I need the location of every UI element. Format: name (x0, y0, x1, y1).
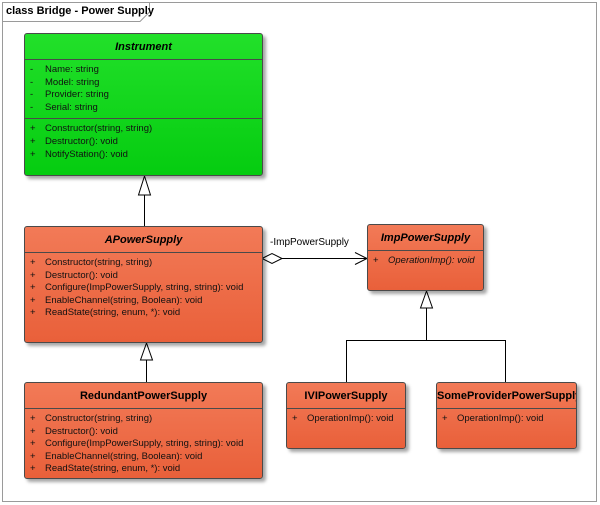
generalization-arrowhead-apowersupply (139, 341, 154, 361)
attribute-row: -Model: string (25, 77, 262, 90)
visibility-marker: + (30, 425, 36, 437)
operation-text: Destructor(): void (45, 269, 118, 281)
class-redundantpowersupply[interactable]: RedundantPowerSupply + Constructor(string… (24, 382, 263, 479)
attribute-text: Serial: string (45, 101, 98, 113)
attributes-compartment: -Name: string -Model: string -Provider: … (25, 60, 262, 120)
operation-text: OperationImp(): void (307, 413, 394, 424)
visibility-marker: + (30, 463, 36, 475)
operation-text: Destructor(): void (45, 425, 118, 437)
visibility-marker: + (30, 282, 36, 294)
operation-text: ReadState(string, enum, *): void (45, 463, 181, 475)
attribute-text: Name: string (45, 64, 99, 75)
operation-text: Destructor(): void (45, 135, 118, 147)
operation-row: + OperationImp(): void (368, 255, 483, 268)
generalization-arrowhead-imp (419, 289, 434, 309)
operation-row: + Destructor(): void (25, 426, 262, 439)
visibility-marker: + (30, 413, 36, 424)
attribute-text: Model: string (45, 76, 100, 88)
visibility-marker: + (30, 269, 36, 281)
operation-text: EnableChannel(string, Boolean): void (45, 450, 203, 462)
operation-row: + Configure(ImpPowerSupply, string, strin… (25, 282, 262, 295)
visibility-marker: + (442, 413, 448, 424)
operation-text: Constructor(string, string) (45, 413, 153, 424)
attribute-text: Provider: string (45, 89, 109, 101)
operation-row: + OperationImp(): void (287, 413, 405, 426)
operation-row: + Configure(ImpPowerSupply, string, strin… (25, 438, 262, 451)
operation-row: + NotifyStation(): void (25, 149, 262, 162)
operation-text: Configure(ImpPowerSupply, string, string… (45, 282, 244, 294)
operations-compartment: + OperationImp(): void (287, 409, 405, 430)
association-role-label: -ImpPowerSupply (270, 237, 349, 248)
operation-row: + EnableChannel(string, Boolean): void (25, 295, 262, 308)
class-name: SomeProviderPowerSupply (437, 383, 576, 409)
operation-text: OperationImp(): void (388, 255, 475, 266)
operation-row: + ReadState(string, enum, *): void (25, 307, 262, 320)
frame-title-tab (2, 2, 150, 22)
class-imppowersupply[interactable]: ImpPowerSupply + OperationImp(): void (367, 224, 484, 291)
attribute-row: -Provider: string (25, 89, 262, 102)
operation-row: + OperationImp(): void (437, 413, 576, 426)
class-name: APowerSupply (25, 227, 262, 253)
operations-compartment: + OperationImp(): void (437, 409, 576, 430)
class-ivipowersupply[interactable]: IVIPowerSupply + OperationImp(): void (286, 382, 406, 449)
visibility-marker: + (30, 123, 36, 135)
visibility-marker: + (30, 294, 36, 306)
class-name: ImpPowerSupply (368, 225, 483, 251)
attribute-row: -Serial: string (25, 102, 262, 115)
operation-text: EnableChannel(string, Boolean): void (45, 294, 203, 306)
visibility-marker: - (30, 64, 34, 75)
visibility-marker: + (292, 413, 298, 424)
class-name: Instrument (25, 34, 262, 60)
operation-text: OperationImp(): void (457, 413, 544, 424)
operations-compartment: + Constructor(string, string) + Destructor… (25, 253, 262, 324)
operation-text: Constructor(string, string) (45, 123, 153, 135)
aggregation-diamond (260, 252, 284, 265)
operations-compartment: + OperationImp(): void (368, 251, 483, 272)
attribute-row: -Name: string (25, 64, 262, 77)
visibility-marker: + (30, 135, 36, 147)
class-instrument[interactable]: Instrument -Name: string -Model: string … (24, 33, 263, 176)
generalization-tree-imp (346, 308, 506, 382)
operations-compartment: + Constructor(string, string) + Destructor… (25, 119, 262, 165)
operation-row: + Constructor(string, string) (25, 413, 262, 426)
generalization-arrowhead-instrument (137, 174, 152, 196)
operation-row: + EnableChannel(string, Boolean): void (25, 451, 262, 464)
visibility-marker: - (30, 76, 34, 88)
visibility-marker: + (30, 307, 36, 319)
operations-compartment: + Constructor(string, string) + Destructor… (25, 409, 262, 478)
diagram-title: class Bridge - Power Supply (6, 5, 154, 17)
visibility-marker: - (30, 101, 34, 113)
class-name: IVIPowerSupply (287, 383, 405, 409)
visibility-marker: + (30, 450, 36, 462)
visibility-marker: - (30, 89, 34, 101)
visibility-marker: + (373, 255, 379, 266)
class-someproviderpowersupply[interactable]: SomeProviderPowerSupply + OperationImp():… (436, 382, 577, 449)
operation-text: NotifyStation(): void (45, 148, 128, 160)
operation-row: + Destructor(): void (25, 136, 262, 149)
visibility-marker: + (30, 257, 36, 268)
operation-row: + Constructor(string, string) (25, 123, 262, 136)
visibility-marker: + (30, 148, 36, 160)
operation-row: + ReadState(string, enum, *): void (25, 463, 262, 476)
visibility-marker: + (30, 438, 36, 450)
operation-text: Configure(ImpPowerSupply, string, string… (45, 438, 244, 450)
operation-text: Constructor(string, string) (45, 257, 153, 268)
operation-text: ReadState(string, enum, *): void (45, 307, 181, 319)
operation-row: + Constructor(string, string) (25, 257, 262, 270)
class-name: RedundantPowerSupply (25, 383, 262, 409)
class-apowersupply[interactable]: APowerSupply + Constructor(string, string… (24, 226, 263, 343)
operation-row: + Destructor(): void (25, 270, 262, 283)
